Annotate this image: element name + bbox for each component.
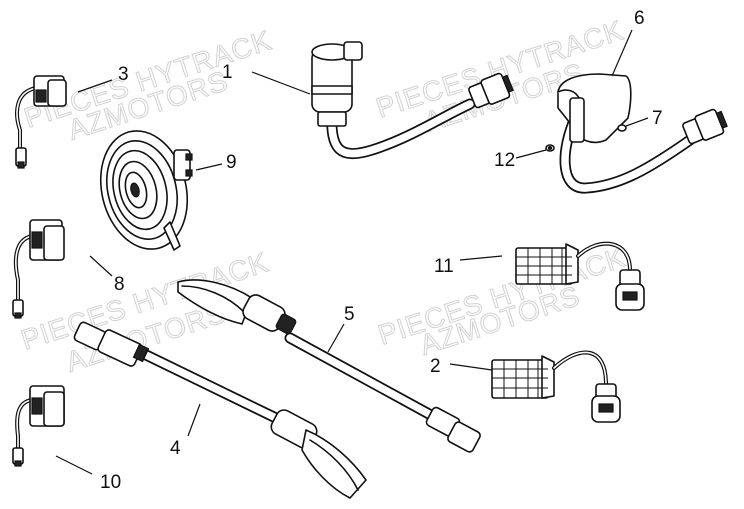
callout-3: 3 [118, 64, 129, 85]
part-3-switch [15, 75, 67, 169]
leader-10 [55, 455, 93, 475]
part-10-switch [12, 385, 65, 467]
callout-labels: 1 2 3 4 5 6 7 8 9 10 11 12 [100, 8, 663, 493]
leader-6 [611, 29, 633, 77]
callout-11: 11 [434, 256, 454, 277]
callout-1: 1 [222, 62, 233, 83]
callout-2: 2 [430, 356, 441, 377]
leader-12 [515, 149, 547, 159]
callout-10: 10 [100, 472, 121, 493]
part-2-grid [492, 360, 548, 398]
callout-4: 4 [170, 438, 181, 459]
part-11-grid [516, 248, 572, 284]
part-12-nut [545, 144, 555, 152]
leader-2 [449, 363, 493, 371]
leader-8 [89, 255, 113, 277]
leader-4 [187, 403, 201, 437]
leader-9 [195, 163, 223, 171]
callout-9: 9 [226, 152, 237, 173]
leader-7 [625, 117, 649, 127]
callout-5: 5 [344, 304, 355, 325]
part-7-screw [617, 124, 627, 132]
leader-5 [327, 323, 345, 353]
callout-12: 12 [494, 150, 515, 171]
callout-6: 6 [634, 8, 645, 29]
part-1-relay-harness [311, 41, 514, 160]
leader-3 [77, 79, 113, 93]
leader-11 [459, 255, 503, 261]
part-8-switch [12, 219, 65, 319]
leader-lines [55, 29, 649, 475]
part-4-turn-signal [73, 321, 367, 499]
part-2-relay-box [491, 350, 621, 423]
callout-7: 7 [652, 108, 663, 129]
part-6-bracket-harness [557, 73, 728, 194]
part-5-turn-signal [177, 279, 481, 453]
leader-1 [251, 71, 311, 95]
part-9-horn [99, 130, 193, 251]
callout-8: 8 [114, 274, 125, 295]
part-11-relay-box [515, 241, 645, 311]
